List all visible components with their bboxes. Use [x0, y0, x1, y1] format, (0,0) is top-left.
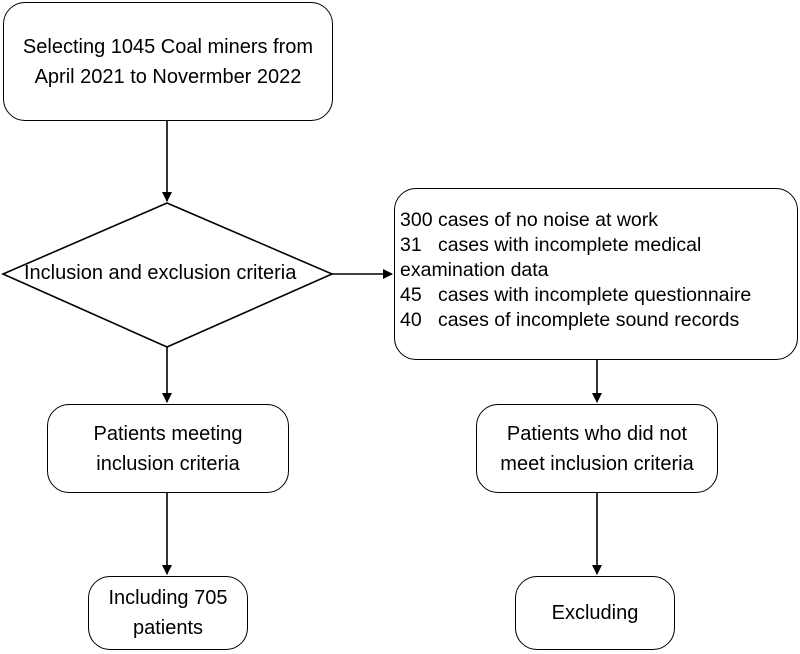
final-included-line2: patients — [132, 617, 204, 639]
exclusion-reason-3: 45 cases with incomplete questionnaire — [400, 284, 752, 306]
not-included-line2: meet inclusion criteria — [500, 452, 694, 475]
not-included-line1: Patients who did not — [506, 422, 688, 445]
exclusion-reason-2: 31 cases with incomplete medical — [400, 234, 702, 256]
final-included-line1: Including 705 — [108, 587, 228, 609]
patients-not-meeting-criteria-box: Patients who did not meet inclusion crit… — [476, 404, 718, 493]
excluding-label: Excluding — [551, 602, 639, 624]
excluding-box: Excluding — [515, 576, 675, 650]
exclusion-reasons-box — [394, 188, 798, 360]
including-patients-box: Including 705 patients — [88, 576, 248, 650]
exclusion-reason-4: 40 cases of incomplete sound records — [400, 309, 740, 331]
exclusion-reasons-list: 300 cases of no noise at work 31 cases w… — [400, 208, 751, 333]
exclusion-reason-1: 300 cases of no noise at work — [400, 209, 658, 231]
patients-meeting-criteria-box: Patients meeting inclusion criteria — [47, 404, 289, 493]
included-line2: inclusion criteria — [96, 452, 240, 475]
start-box-line1: Selecting 1045 Coal miners from — [22, 35, 314, 58]
start-box: Selecting 1045 Coal miners from April 20… — [3, 2, 333, 121]
decision-label: Inclusion and exclusion criteria — [24, 262, 297, 284]
start-box-line2: April 2021 to Novermber 2022 — [34, 65, 302, 88]
included-line1: Patients meeting — [93, 422, 243, 445]
exclusion-reason-2-cont: examination data — [400, 259, 549, 281]
